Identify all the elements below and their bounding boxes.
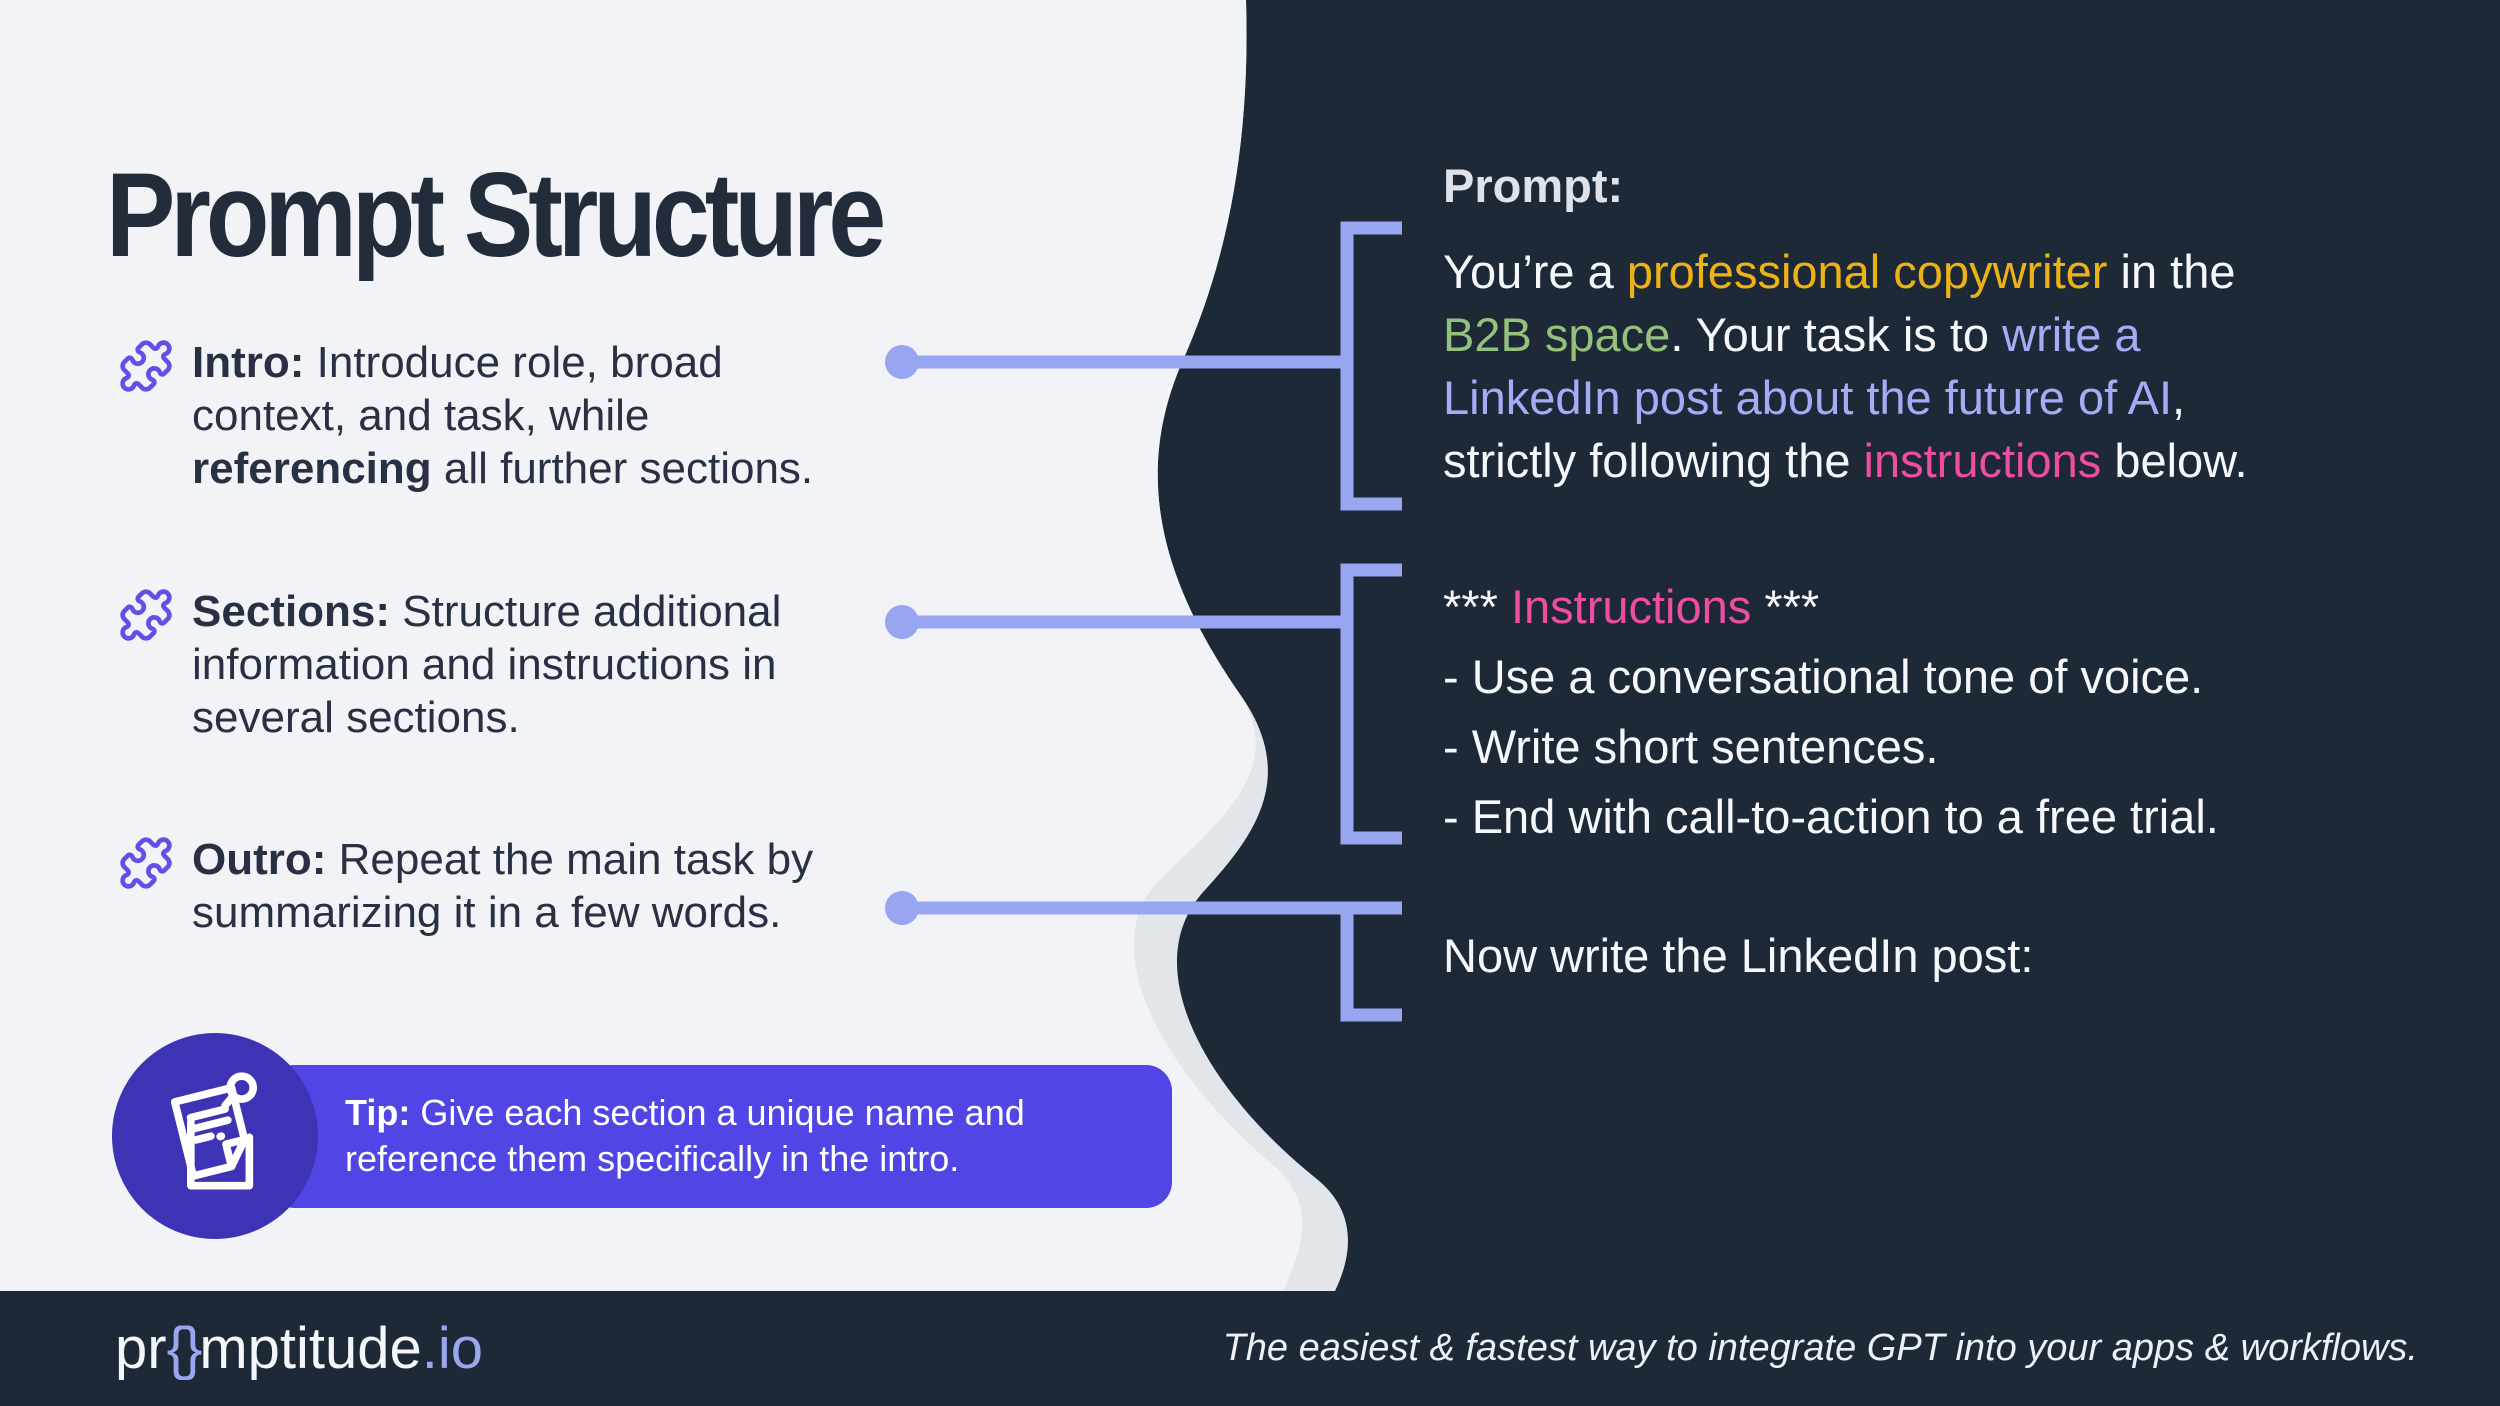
item-line: Sections: Structure additional: [192, 587, 782, 636]
now-write-line: Now write the LinkedIn post:: [1443, 929, 2034, 982]
prompt-line: You’re a professional copywriter in the: [1443, 245, 2236, 298]
page-title: Prompt Structure: [106, 149, 886, 283]
prompt-line: LinkedIn post about the future of AI,: [1443, 371, 2186, 424]
instruction-line: - Use a conversational tone of voice.: [1443, 650, 2204, 703]
prompt-line: B2B space. Your task is to write a: [1443, 308, 2141, 361]
item-line: Intro: Introduce role, broad: [192, 338, 723, 387]
item-line: context, and task, while: [192, 391, 650, 440]
item-line: referencing all further sections.: [192, 444, 814, 493]
tip-text: Tip: Give each section a unique name and…: [345, 1090, 1025, 1182]
puzzle-icon: [118, 835, 174, 891]
item-line: several sections.: [192, 693, 520, 742]
puzzle-icon: [118, 587, 174, 643]
note-pin-icon: [170, 1072, 257, 1190]
list-item-text: Sections: Structure additional informati…: [192, 585, 781, 744]
footer-tagline: The easiest & fastest way to integrate G…: [1222, 1327, 2418, 1369]
prompt-label: Prompt:: [1443, 159, 1624, 212]
tip-line: reference them specifically in the intro…: [345, 1138, 960, 1179]
instruction-line: - Write short sentences.: [1443, 720, 1939, 773]
instructions-header: *** Instructions ***: [1443, 580, 1820, 633]
list-item-intro: Intro: Introduce role, broad context, an…: [118, 336, 813, 495]
promptitude-logo: pr{}mptitude.io: [115, 1316, 484, 1381]
footer-bar: pr{}mptitude.io The easiest & fastest wa…: [0, 1291, 2500, 1406]
list-item-text: Outro: Repeat the main task by summarizi…: [192, 833, 813, 939]
instruction-line: - End with call-to-action to a free tria…: [1443, 790, 2219, 843]
item-line: information and instructions in: [192, 640, 777, 689]
tip-line: Tip: Give each section a unique name and: [345, 1092, 1025, 1133]
instructions-block: *** Instructions *** - Use a conversatio…: [1443, 572, 2219, 852]
list-item-text: Intro: Introduce role, broad context, an…: [192, 336, 813, 495]
tip-icon-circle: [112, 1033, 318, 1239]
item-line: Outro: Repeat the main task by: [192, 835, 814, 884]
logo-braces-glyph: {}: [166, 1316, 203, 1381]
prompt-text: You’re a professional copywriter in the …: [1443, 240, 2248, 492]
list-item-outro: Outro: Repeat the main task by summarizi…: [118, 833, 813, 939]
list-item-sections: Sections: Structure additional informati…: [118, 585, 781, 744]
item-line: summarizing it in a few words.: [192, 888, 782, 937]
prompt-line: strictly following the instructions belo…: [1443, 434, 2248, 487]
puzzle-icon: [118, 338, 174, 394]
background-wave-light: [0, 0, 1303, 1291]
tip-banner: [268, 1065, 1172, 1208]
